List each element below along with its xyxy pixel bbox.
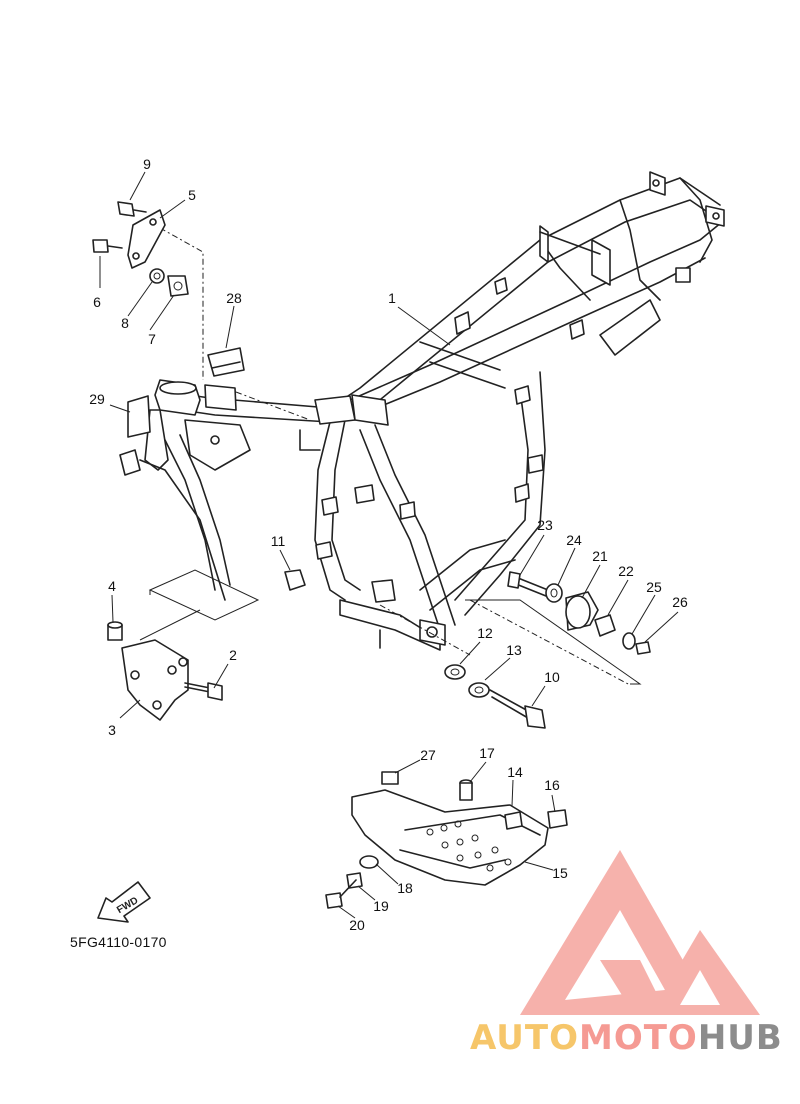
- main-frame: [119, 171, 725, 651]
- part-label-6: 6: [93, 294, 101, 310]
- part-label-26: 26: [672, 594, 688, 610]
- part-label-21: 21: [592, 548, 608, 564]
- forward-direction-arrow: FWD: [97, 881, 151, 923]
- pivot-bolt-set: [444, 664, 546, 729]
- watermark-text-auto: AUTO: [470, 1018, 579, 1058]
- top-left-hardware: [92, 201, 189, 297]
- nut-11: [284, 569, 306, 591]
- part-label-12: 12: [477, 625, 493, 641]
- part-label-2: 2: [229, 647, 237, 663]
- part-label-8: 8: [121, 315, 129, 331]
- diagram-code: 5FG4110-0170: [70, 934, 167, 950]
- part-label-25: 25: [646, 579, 662, 595]
- part-leader-lines: [99, 171, 679, 919]
- part-label-29: 29: [89, 391, 105, 407]
- part-label-9: 9: [143, 156, 151, 172]
- part-label-22: 22: [618, 563, 634, 579]
- part-label-10: 10: [544, 669, 560, 685]
- part-label-14: 14: [507, 764, 523, 780]
- part-label-5: 5: [188, 187, 196, 203]
- guard-holes: [426, 820, 512, 872]
- dashed-leaders: [139, 227, 642, 686]
- part-label-17: 17: [479, 745, 495, 761]
- part-label-18: 18: [397, 880, 413, 896]
- watermark-text-moto: MOTO: [578, 1018, 698, 1058]
- part-label-7: 7: [148, 331, 156, 347]
- part-label-23: 23: [537, 517, 553, 533]
- watermark-logo: [520, 850, 760, 1015]
- part-label-16: 16: [544, 777, 560, 793]
- part-label-1: 1: [388, 290, 396, 306]
- cable-clip-and-plate: [127, 347, 245, 438]
- watermark-text-hub: HUB: [697, 1018, 783, 1058]
- watermark-text: AUTOMOTOHUB: [470, 1018, 783, 1058]
- front-engine-bracket: [107, 621, 223, 721]
- part-label-27: 27: [420, 747, 436, 763]
- part-label-19: 19: [373, 898, 389, 914]
- part-label-24: 24: [566, 532, 582, 548]
- part-label-28: 28: [226, 290, 242, 306]
- part-label-3: 3: [108, 722, 116, 738]
- part-label-4: 4: [108, 578, 116, 594]
- part-label-11: 11: [270, 533, 286, 549]
- part-label-20: 20: [349, 917, 365, 933]
- part-label-15: 15: [552, 865, 568, 881]
- part-label-13: 13: [506, 642, 522, 658]
- under-guard-assembly: [325, 771, 568, 909]
